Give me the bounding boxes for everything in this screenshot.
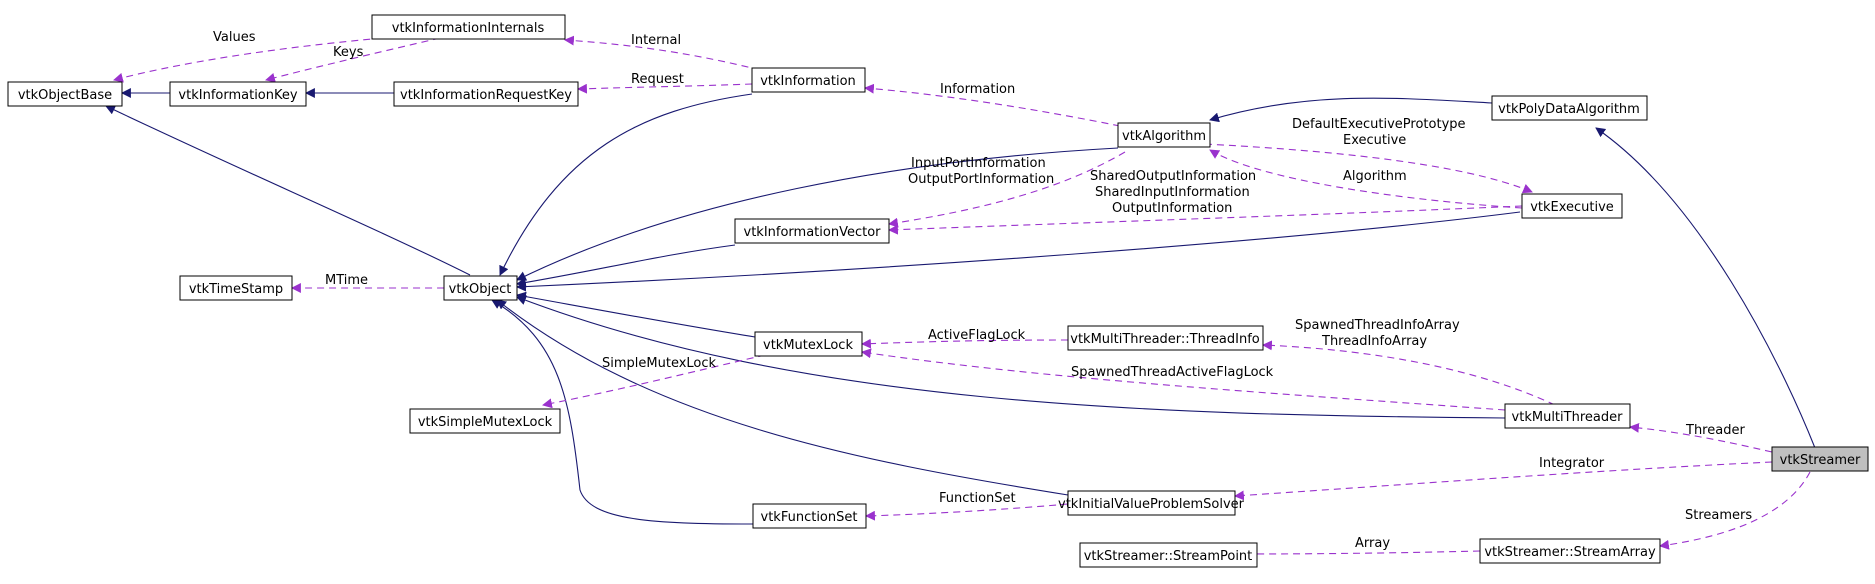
label-output-port-information: OutputPortInformation: [908, 172, 1054, 187]
node-label-vtkInformationInternals: vtkInformationInternals: [392, 21, 545, 36]
edge-simple-mutex-lock: [542, 354, 766, 409]
node-label-vtkInformationVector: vtkInformationVector: [744, 225, 882, 240]
edge-multithreader-to-object: [516, 295, 1506, 419]
node-label-vtkInformation: vtkInformation: [760, 74, 856, 89]
nodes: vtkObjectBase vtkInformationKey vtkInfor…: [7, 14, 1869, 568]
edge-internal: [564, 35, 761, 71]
node-label-vtkMutexLock: vtkMutexLock: [763, 338, 853, 353]
node-vtkMultiThreaderThreadInfo[interactable]: vtkMultiThreader::ThreadInfo: [1067, 325, 1264, 351]
node-label-vtkMultiThreader: vtkMultiThreader: [1512, 410, 1624, 425]
edge-informationvector-to-object: [516, 244, 736, 288]
label-keys: Keys: [333, 45, 364, 60]
edge-object-to-objectbase: [105, 105, 471, 276]
label-input-port-information: InputPortInformation: [911, 156, 1046, 171]
edge-default-executive: [1204, 143, 1533, 194]
node-label-vtkAlgorithm: vtkAlgorithm: [1122, 129, 1206, 144]
node-label-vtkObjectBase: vtkObjectBase: [18, 88, 112, 103]
edge-function-set: [865, 503, 1069, 521]
label-integrator: Integrator: [1539, 456, 1605, 471]
edge-threader: [1629, 422, 1773, 453]
edge-labels: Values Keys Internal Request Information…: [213, 30, 1752, 551]
node-label-vtkPolyDataAlgorithm: vtkPolyDataAlgorithm: [1498, 102, 1640, 117]
node-vtkPolyDataAlgorithm[interactable]: vtkPolyDataAlgorithm: [1491, 95, 1648, 121]
edge-values: [113, 33, 431, 83]
node-label-vtkExecutive: vtkExecutive: [1530, 200, 1614, 215]
label-array: Array: [1355, 536, 1390, 551]
edge-port-information: [888, 151, 1126, 228]
label-information: Information: [940, 82, 1015, 97]
edge-executive-information: [888, 205, 1523, 235]
node-vtkFunctionSet[interactable]: vtkFunctionSet: [752, 503, 867, 529]
node-vtkStreamerStreamArray[interactable]: vtkStreamer::StreamArray: [1479, 538, 1661, 564]
label-mtime: MTime: [325, 273, 368, 288]
label-active-flag-lock: ActiveFlagLock: [928, 328, 1026, 343]
inheritance-edges: [105, 88, 1816, 525]
edge-spawned-thread-info: [1262, 340, 1556, 406]
node-label-vtkSimpleMutexLock: vtkSimpleMutexLock: [418, 415, 553, 430]
edge-keys: [265, 37, 441, 83]
edge-algorithm-to-object: [516, 147, 1119, 281]
node-label-vtkObject: vtkObject: [449, 282, 512, 297]
node-vtkStreamerStreamPoint[interactable]: vtkStreamer::StreamPoint: [1079, 542, 1258, 568]
node-label-vtkStreamerStreamPoint: vtkStreamer::StreamPoint: [1084, 549, 1253, 564]
label-algorithm: Algorithm: [1343, 169, 1407, 184]
node-label-vtkFunctionSet: vtkFunctionSet: [761, 510, 858, 525]
node-vtkObjectBase[interactable]: vtkObjectBase: [7, 81, 123, 107]
node-vtkStreamer[interactable]: vtkStreamer: [1771, 446, 1869, 472]
label-output-information: OutputInformation: [1112, 201, 1232, 216]
label-spawned-thread-active-flag-lock: SpawnedThreadActiveFlagLock: [1071, 365, 1274, 380]
label-request: Request: [631, 72, 684, 87]
label-function-set: FunctionSet: [939, 491, 1016, 506]
label-spawned-thread-info-array: SpawnedThreadInfoArray: [1295, 318, 1460, 333]
node-vtkInformationRequestKey[interactable]: vtkInformationRequestKey: [393, 81, 579, 107]
edge-spawned-active-flag-lock: [861, 348, 1506, 411]
edge-algorithm: [1209, 149, 1523, 209]
label-streamers: Streamers: [1685, 508, 1752, 523]
node-vtkInitialValueProblemSolver[interactable]: vtkInitialValueProblemSolver: [1058, 490, 1245, 516]
edge-information-to-object: [499, 93, 753, 276]
edge-active-flag-lock: [861, 338, 1069, 349]
node-vtkObject[interactable]: vtkObject: [443, 275, 518, 301]
label-internal: Internal: [631, 33, 681, 48]
node-label-vtkInformationKey: vtkInformationKey: [178, 88, 297, 103]
node-vtkSimpleMutexLock[interactable]: vtkSimpleMutexLock: [409, 408, 561, 434]
node-vtkInformationVector[interactable]: vtkInformationVector: [734, 218, 890, 244]
node-vtkInformationKey[interactable]: vtkInformationKey: [169, 81, 307, 107]
edge-streamer-to-polydataalgorithm: [1595, 127, 1816, 449]
node-label-vtkInformationRequestKey: vtkInformationRequestKey: [400, 88, 572, 103]
edge-executive-to-object: [516, 211, 1521, 292]
label-shared-output-information: SharedOutputInformation: [1090, 169, 1256, 184]
node-label-vtkStreamer: vtkStreamer: [1780, 453, 1861, 468]
label-shared-input-information: SharedInputInformation: [1095, 185, 1250, 200]
node-label-vtkTimeStamp: vtkTimeStamp: [189, 282, 283, 297]
node-vtkMutexLock[interactable]: vtkMutexLock: [754, 331, 863, 357]
label-thread-info-array: ThreadInfoArray: [1321, 334, 1427, 349]
node-vtkAlgorithm[interactable]: vtkAlgorithm: [1117, 122, 1211, 148]
edge-functionset-to-object: [491, 299, 754, 525]
label-threader: Threader: [1685, 423, 1745, 438]
node-vtkInformationInternals[interactable]: vtkInformationInternals: [371, 14, 566, 40]
node-label-vtkMultiThreaderThreadInfo: vtkMultiThreader::ThreadInfo: [1070, 332, 1260, 347]
label-executive: Executive: [1343, 133, 1406, 148]
label-simple-mutex-lock: SimpleMutexLock: [602, 356, 717, 371]
node-vtkExecutive[interactable]: vtkExecutive: [1521, 193, 1623, 219]
edge-ivpsolver-to-object: [496, 299, 1069, 496]
node-vtkMultiThreader[interactable]: vtkMultiThreader: [1504, 403, 1631, 429]
edge-polydataalgorithm-to-algorithm: [1209, 97, 1493, 123]
node-label-vtkInitialValueProblemSolver: vtkInitialValueProblemSolver: [1058, 497, 1245, 512]
node-vtkTimeStamp[interactable]: vtkTimeStamp: [179, 275, 293, 301]
edge-integrator: [1234, 461, 1773, 501]
node-label-vtkStreamerStreamArray: vtkStreamer::StreamArray: [1484, 545, 1656, 560]
edge-array: [1236, 549, 1481, 559]
label-values: Values: [213, 30, 256, 45]
edge-streamers: [1659, 471, 1811, 550]
edge-mutexlock-to-object: [516, 291, 756, 338]
node-vtkInformation[interactable]: vtkInformation: [751, 67, 866, 93]
label-default-executive-prototype: DefaultExecutivePrototype: [1292, 117, 1466, 132]
